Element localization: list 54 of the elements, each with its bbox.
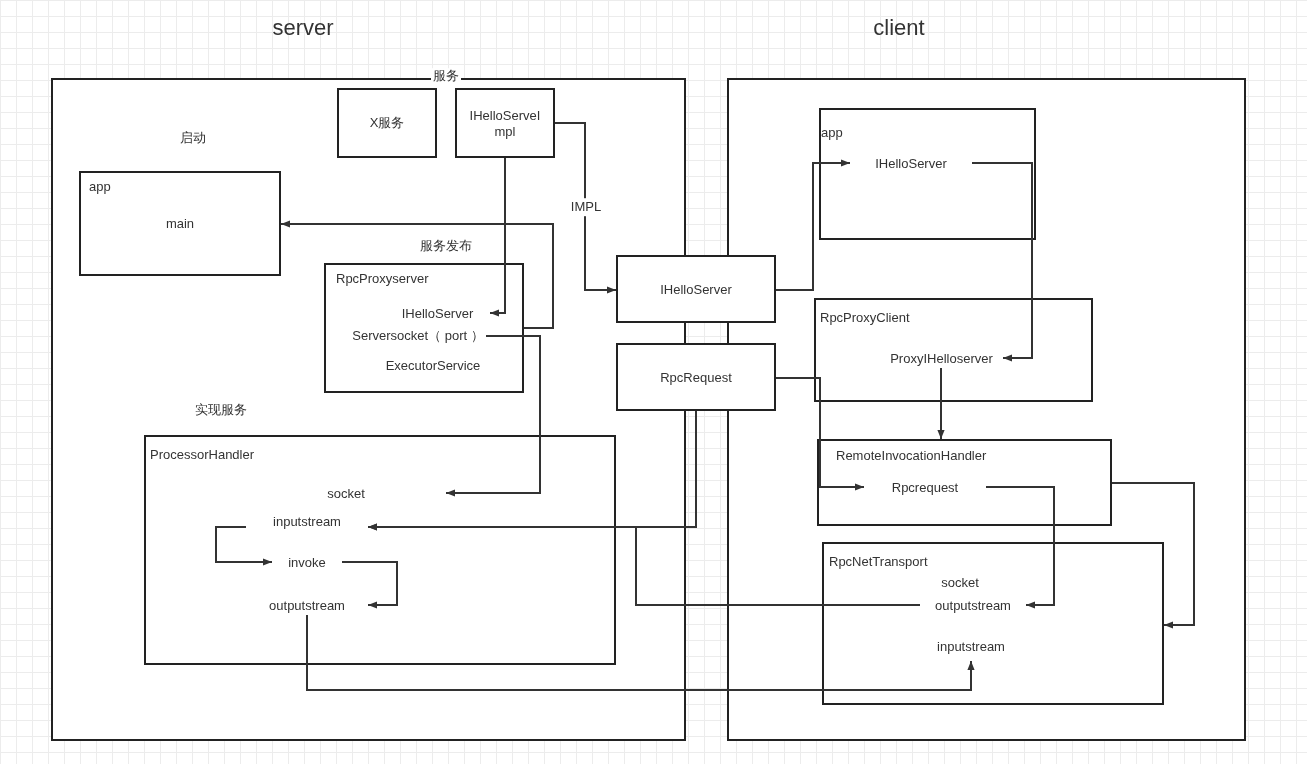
edge-label: IMPL xyxy=(568,198,604,216)
item-text: ProxyIHelloserver xyxy=(880,348,1003,368)
process-box xyxy=(817,439,1112,526)
box-label: main xyxy=(165,216,195,232)
box-label: X服务 xyxy=(369,115,405,131)
item-text: Serversocket（ port ） xyxy=(350,326,486,346)
process-box xyxy=(455,88,555,158)
box-heading: 服务发布 xyxy=(420,238,472,254)
arrow xyxy=(341,561,398,609)
box-label: app xyxy=(89,179,111,195)
item-text: invoke xyxy=(272,552,342,572)
panel-title: client xyxy=(873,14,925,42)
box-label: RpcProxyClient xyxy=(820,310,910,326)
arrow xyxy=(985,486,1055,609)
box-label: ExecutorService xyxy=(385,358,481,374)
arrow xyxy=(306,614,975,691)
process-box xyxy=(819,108,1036,240)
item-text: IHelloServer xyxy=(850,153,972,173)
item-text: inputstream xyxy=(925,631,1017,661)
arrow xyxy=(215,526,273,566)
arrow xyxy=(937,367,945,440)
box-label: RemoteInvocationHandler xyxy=(836,448,987,464)
box-label: app xyxy=(821,125,843,141)
box-label: socket xyxy=(941,575,979,591)
item-text: inputstream xyxy=(246,509,368,533)
box-heading: 启动 xyxy=(180,130,206,146)
arrow xyxy=(554,122,617,294)
process-box xyxy=(616,255,776,323)
process-box xyxy=(616,343,776,411)
item-text: outputstream xyxy=(246,595,368,615)
arrow xyxy=(775,377,865,491)
arrow xyxy=(971,162,1033,362)
box-label: RpcNetTransport xyxy=(829,554,928,570)
box-label: RpcRequest xyxy=(660,370,732,386)
arrow xyxy=(367,410,697,531)
box-heading: 实现服务 xyxy=(195,402,247,418)
process-box xyxy=(337,88,437,158)
box-label: IHelloServer xyxy=(660,282,732,298)
process-box xyxy=(814,298,1093,402)
group-label: 服务 xyxy=(431,68,461,84)
arrow xyxy=(775,159,851,291)
panel-title: server xyxy=(272,14,334,42)
arrow xyxy=(280,220,554,329)
process-box xyxy=(822,542,1164,705)
item-text: socket xyxy=(246,483,446,503)
box-label: IHelloServeImpl xyxy=(468,108,542,140)
item-text: IHelloServer xyxy=(385,303,490,323)
arrow xyxy=(445,335,541,497)
item-text: outputstream xyxy=(920,595,1026,615)
arrow xyxy=(489,157,506,317)
arrow xyxy=(1111,482,1195,629)
box-label: ProcessorHandler xyxy=(150,447,255,463)
item-text: Rpcrequest xyxy=(864,477,986,497)
box-label: RpcProxyserver xyxy=(336,271,429,287)
